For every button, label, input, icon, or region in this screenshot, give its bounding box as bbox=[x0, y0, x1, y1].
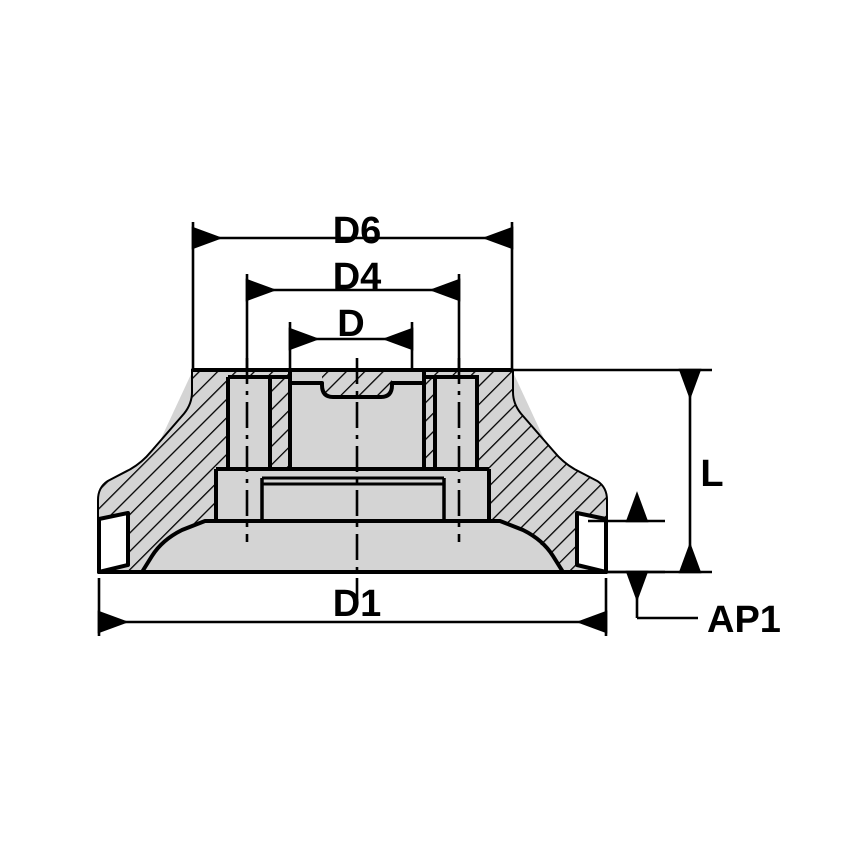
insert-pocket-left bbox=[97, 511, 130, 574]
bore-keyway-outline bbox=[288, 370, 426, 471]
dimension-label-AP1: AP1 bbox=[707, 599, 781, 641]
insert-pocket-right bbox=[575, 511, 608, 574]
dimension-D6: D6 bbox=[191, 210, 514, 368]
dimension-D4: D4 bbox=[245, 256, 461, 368]
counterbore-right-upper-top bbox=[435, 377, 477, 469]
dimension-D1: D1 bbox=[97, 578, 608, 636]
dimension-label-D6: D6 bbox=[333, 210, 382, 252]
dimension-label-L: L bbox=[700, 453, 723, 495]
drawing-body: D6 D4 D D1 bbox=[97, 210, 781, 641]
dimension-label-D: D bbox=[337, 303, 364, 345]
counterbore-band-outline bbox=[214, 467, 491, 523]
dimension-label-D1: D1 bbox=[333, 583, 382, 625]
bottom-relief-outline bbox=[140, 519, 565, 574]
bottom-relief-pocket-top bbox=[142, 521, 563, 572]
counterbore-left-upper-top bbox=[228, 377, 270, 469]
dimension-D: D bbox=[288, 303, 414, 368]
dimension-AP1: AP1 bbox=[588, 491, 781, 641]
dimension-label-D4: D4 bbox=[333, 256, 382, 298]
